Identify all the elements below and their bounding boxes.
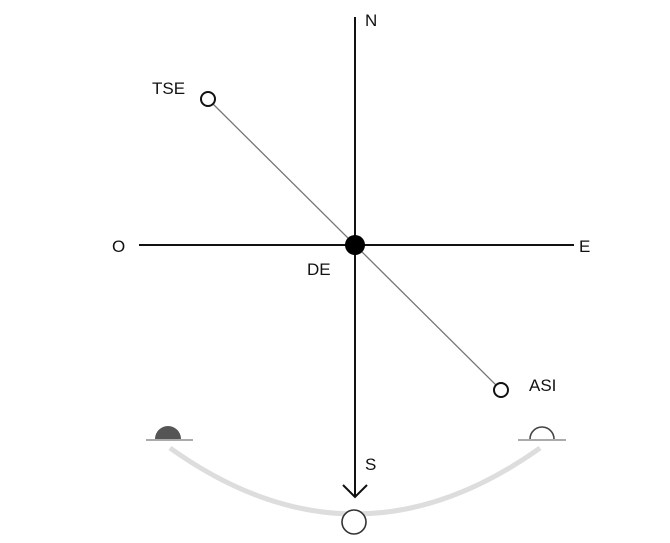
tse-marker bbox=[200, 91, 216, 107]
center-label: DE bbox=[307, 260, 331, 279]
tse-label: TSE bbox=[152, 79, 185, 98]
east-label: E bbox=[579, 237, 590, 256]
circle-marker-icon bbox=[341, 509, 367, 535]
sunrise-dome-filled-icon bbox=[155, 426, 181, 439]
north-label: N bbox=[365, 11, 377, 30]
south-label: S bbox=[365, 455, 376, 474]
asi-marker bbox=[493, 382, 509, 398]
south-arrowhead bbox=[342, 484, 368, 499]
asi-label: ASI bbox=[529, 376, 556, 395]
sunset-dome-outline-icon bbox=[529, 426, 555, 440]
center-dot bbox=[345, 235, 365, 255]
west-label: O bbox=[112, 237, 125, 256]
